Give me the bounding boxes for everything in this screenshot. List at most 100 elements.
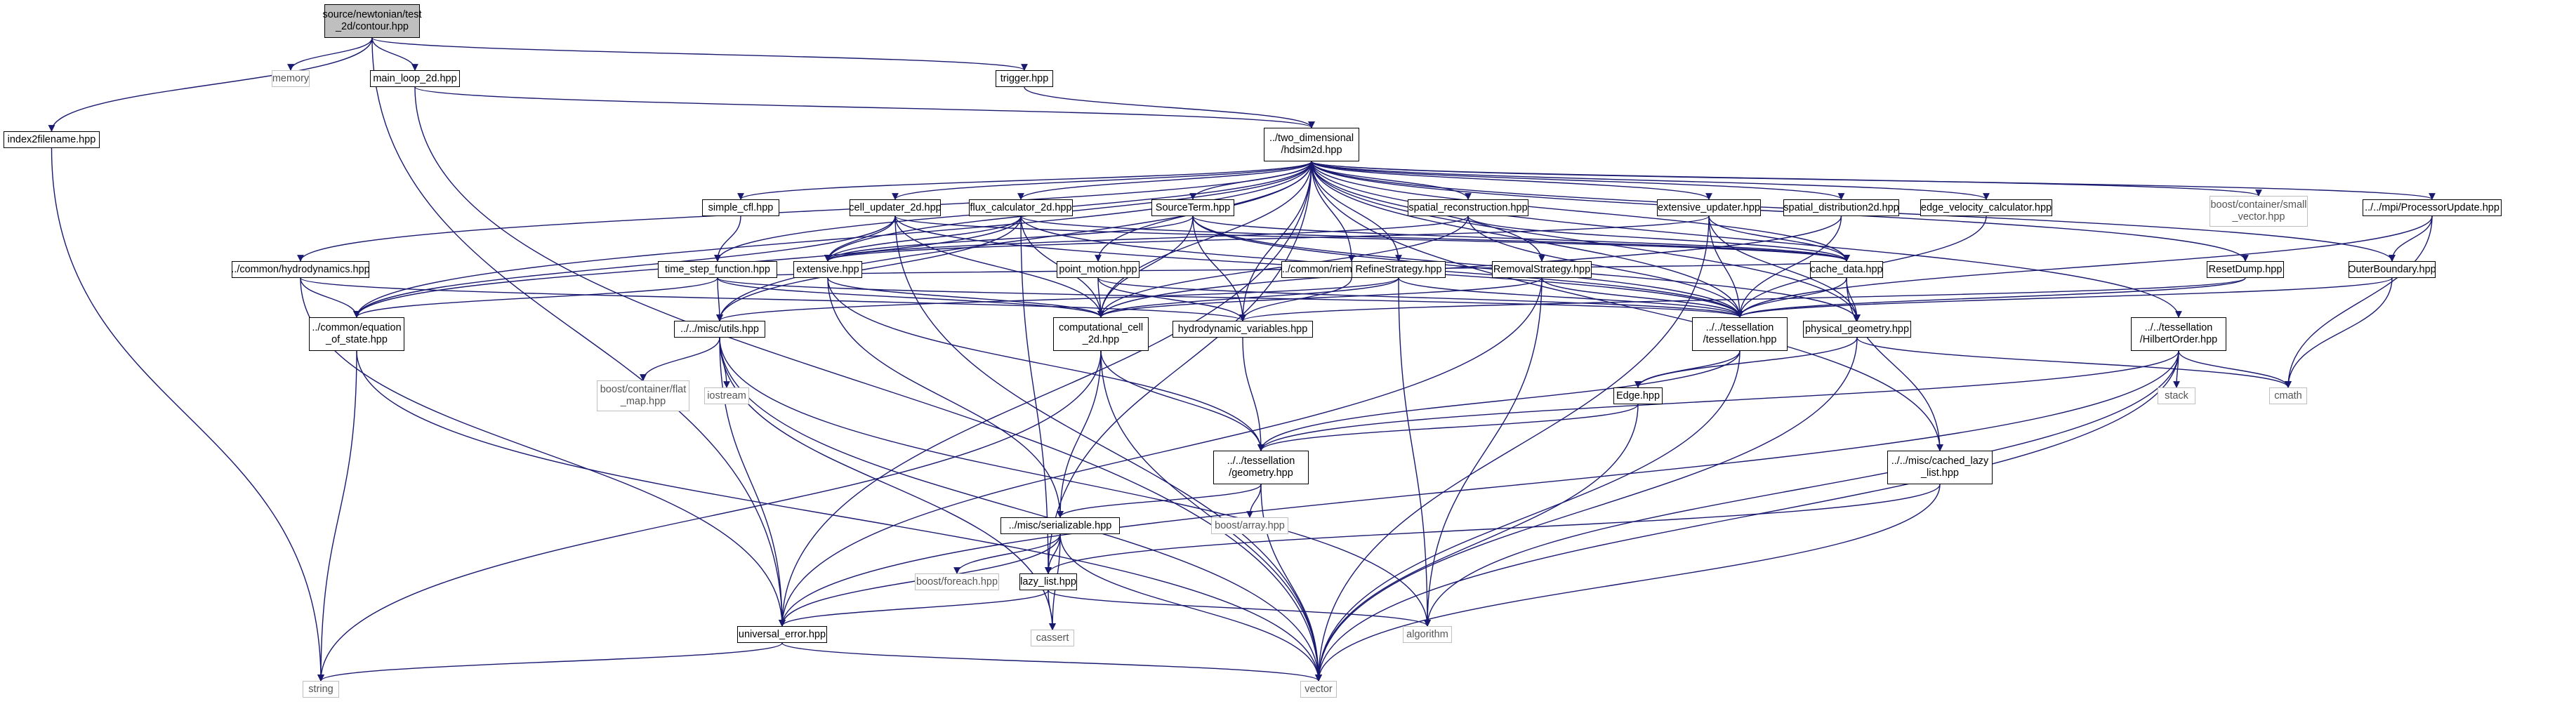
dependency-edge [1057, 484, 1262, 518]
node-spatial-distribution[interactable]: spatial_distribution2d.hpp [1783, 199, 1899, 216]
dependency-edge [1311, 161, 2249, 262]
node-label: cell_updater_2d.hpp [849, 201, 942, 213]
dependency-edge [1239, 277, 2246, 321]
node-hilbert[interactable]: ../../tessellation/HilbertOrder.hpp [2131, 317, 2226, 351]
node-label: spatial_distribution2d.hpp [1783, 201, 1899, 213]
dependency-edge [1097, 215, 1842, 318]
dependency-edge [1045, 484, 1941, 574]
node-extensive[interactable]: extensive.hpp [793, 261, 862, 278]
node-cassert: cassert [1031, 630, 1074, 646]
node-reset-dump[interactable]: ResetDump.hpp [2207, 261, 2284, 278]
dependency-edge [1424, 350, 2179, 627]
node-flux-calculator[interactable]: flux_calculator_2d.hpp [969, 199, 1073, 216]
node-label: ../../tessellation [2144, 322, 2213, 333]
node-label: spatial_reconstruction.hpp [1408, 201, 1528, 213]
node-label: boost/array.hpp [1215, 519, 1285, 531]
dependency-edge [353, 215, 896, 318]
node-label: computational_cell [1058, 322, 1144, 333]
dependency-edge [737, 161, 1312, 200]
dependency-edge [953, 533, 1061, 574]
node-cache-data[interactable]: cache_data.hpp [1810, 261, 1883, 278]
node-label: ../../misc/cached_lazy [1891, 456, 1989, 467]
node-root[interactable]: source/newtonian/test_2d/contour.hpp [322, 4, 422, 38]
dependency-edge [1315, 350, 2179, 682]
node-equation-of-state[interactable]: ../common/equation_of_state.hpp [309, 317, 404, 351]
node-refine[interactable]: RefineStrategy.hpp [1352, 261, 1446, 278]
dependency-edge [1059, 533, 1322, 682]
node-lazy-list[interactable]: lazy_list.hpp [1019, 573, 1077, 590]
dependency-edge [1257, 350, 2179, 451]
node-label: ../../mpi/ProcessorUpdate.hpp [2365, 201, 2499, 213]
node-label: source/newtonian/test [322, 9, 422, 20]
dependency-edge [1192, 215, 1246, 321]
node-label: ../two_dimensional [1269, 133, 1354, 144]
node-label: memory [272, 72, 310, 84]
dependency-edge [781, 642, 1322, 682]
node-edge[interactable]: Edge.hpp [1613, 387, 1663, 404]
node-edge-velocity[interactable]: edge_velocity_calculator.hpp [1920, 199, 2052, 216]
node-label: _map.hpp [620, 396, 666, 407]
dependency-edge [2178, 350, 2292, 388]
dependency-edge [1100, 350, 1264, 451]
node-main-loop[interactable]: main_loop_2d.hpp [370, 70, 460, 87]
dependency-edge [1020, 215, 1850, 262]
node-boost-foreach: boost/foreach.hpp [915, 573, 999, 590]
dependency-edge [2389, 215, 2433, 262]
dependency-edge [1192, 215, 1850, 262]
dependency-edge [827, 277, 1064, 518]
node-cached-lazy[interactable]: ../../misc/cached_lazy_list.hpp [1887, 451, 1993, 484]
dependency-edge [716, 161, 1312, 321]
dependency-edge [779, 590, 1049, 627]
node-label: simple_cfl.hpp [708, 201, 774, 213]
dependency-edge [287, 37, 373, 71]
dependency-edge [719, 337, 1322, 682]
node-serializable[interactable]: ../misc/serializable.hpp [1000, 517, 1120, 534]
node-label: extensive_updater.hpp [1658, 201, 1760, 213]
node-mpi-update[interactable]: ../../mpi/ProcessorUpdate.hpp [2363, 199, 2502, 216]
dependency-edge [1257, 404, 1639, 451]
node-trigger[interactable]: trigger.hpp [996, 70, 1053, 87]
dependency-edge [1311, 161, 1743, 318]
node-label: cassert [1036, 632, 1069, 644]
node-misc-utils[interactable]: ../../misc/utils.hpp [674, 321, 765, 338]
dependency-edge [640, 337, 720, 381]
dependency-edge [1736, 277, 1847, 318]
node-point-motion[interactable]: point_motion.hpp [1057, 261, 1140, 278]
dependency-edge [1097, 277, 1543, 318]
node-label: ../../tessellation [1705, 322, 1774, 333]
node-index2filename[interactable]: index2filename.hpp [4, 131, 100, 148]
dependency-edge [297, 161, 1312, 262]
node-extensive-updater[interactable]: extensive_updater.hpp [1657, 199, 1761, 216]
dependency-edge [1311, 161, 1712, 200]
dependency-edge [824, 215, 1194, 262]
dependency-edge [716, 215, 1022, 321]
dependency-edge [1045, 161, 1312, 574]
node-hdsim[interactable]: ../two_dimensional/hdsim2d.hpp [1264, 128, 1359, 161]
node-universal-error[interactable]: universal_error.hpp [737, 626, 827, 643]
node-computational-cell[interactable]: computational_cell_2d.hpp [1053, 317, 1149, 351]
dependency-edge [371, 37, 786, 627]
node-spatial-reconstruction[interactable]: spatial_reconstruction.hpp [1408, 199, 1528, 216]
node-iostream: iostream [704, 387, 749, 404]
node-label: RemovalStrategy.hpp [1493, 263, 1591, 275]
node-label: boost/container/flat [600, 384, 687, 395]
node-tess-geometry[interactable]: ../../tessellation/geometry.hpp [1213, 451, 1309, 484]
node-simple-cfl[interactable]: simple_cfl.hpp [702, 199, 779, 216]
node-cmath: cmath [2269, 387, 2307, 404]
dependency-edge [1057, 350, 1102, 518]
dependency-edge [353, 161, 1312, 318]
node-outer-boundary[interactable]: OuterBoundary.hpp [2348, 261, 2436, 278]
node-hydro-vars[interactable]: hydrodynamic_variables.hpp [1173, 321, 1313, 338]
node-label: extensive.hpp [796, 263, 859, 275]
node-time-step[interactable]: time_step_function.hpp [658, 261, 777, 278]
dependency-edge [300, 277, 1246, 321]
node-label: _list.hpp [1920, 467, 1959, 479]
dependency-edge [717, 277, 1104, 318]
node-boost-small-vector: boost/container/small_vector.hpp [2210, 196, 2308, 227]
node-source-term[interactable]: SourceTerm.hpp [1151, 199, 1234, 216]
node-physical-geometry[interactable]: physical_geometry.hpp [1803, 321, 1911, 338]
node-cell-updater[interactable]: cell_updater_2d.hpp [849, 199, 942, 216]
node-tessellation[interactable]: ../../tessellation/tessellation.hpp [1692, 317, 1788, 351]
node-common-hydro[interactable]: ../common/hydrodynamics.hpp [231, 261, 370, 278]
node-removal[interactable]: RemovalStrategy.hpp [1492, 261, 1592, 278]
